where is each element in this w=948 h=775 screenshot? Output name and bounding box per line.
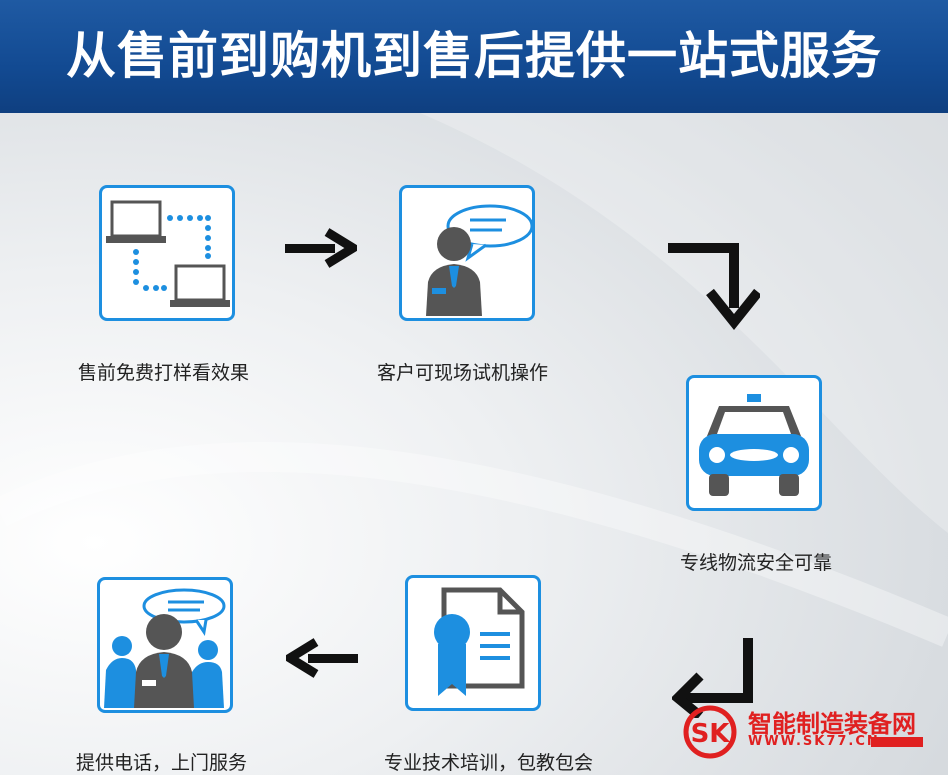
watermark-bar: [871, 737, 923, 747]
arrow-right-icon: [285, 228, 357, 268]
taxi-car-icon: [699, 394, 809, 496]
elbow-arrow-left-icon: [672, 638, 753, 718]
header-banner: 从售前到购机到售后提供一站式服务: [0, 0, 948, 113]
svg-text:SK: SK: [691, 719, 731, 749]
step-caption-sample: 售前免费打样看效果: [78, 362, 250, 384]
arrow-left-icon: [286, 638, 358, 678]
team-speech-icon: [104, 588, 226, 708]
sk77-logo-icon: SK: [683, 705, 737, 759]
step-card-sample: [99, 185, 235, 321]
certificate-document-icon: [434, 587, 525, 696]
step-card-training: [405, 575, 541, 711]
elbow-arrow-down-icon: [668, 243, 760, 330]
step-caption-service: 提供电话，上门服务: [76, 752, 248, 774]
presenter-speech-icon: [426, 204, 532, 316]
step-caption-training: 专业技术培训，包教包会: [384, 752, 594, 774]
step-caption-demo: 客户可现场试机操作: [377, 362, 549, 384]
step-caption-logistics: 专线物流安全可靠: [680, 552, 833, 574]
step-card-service: [97, 577, 233, 713]
watermark-site-name: 智能制造装备网: [748, 710, 916, 738]
networked-laptops-icon: [106, 200, 230, 307]
watermark-url: WWW.SK77.CN: [748, 734, 880, 749]
page-title: 从售前到购机到售后提供一站式服务: [66, 27, 882, 85]
step-card-demo: [399, 185, 535, 321]
step-card-logistics: [686, 375, 822, 511]
